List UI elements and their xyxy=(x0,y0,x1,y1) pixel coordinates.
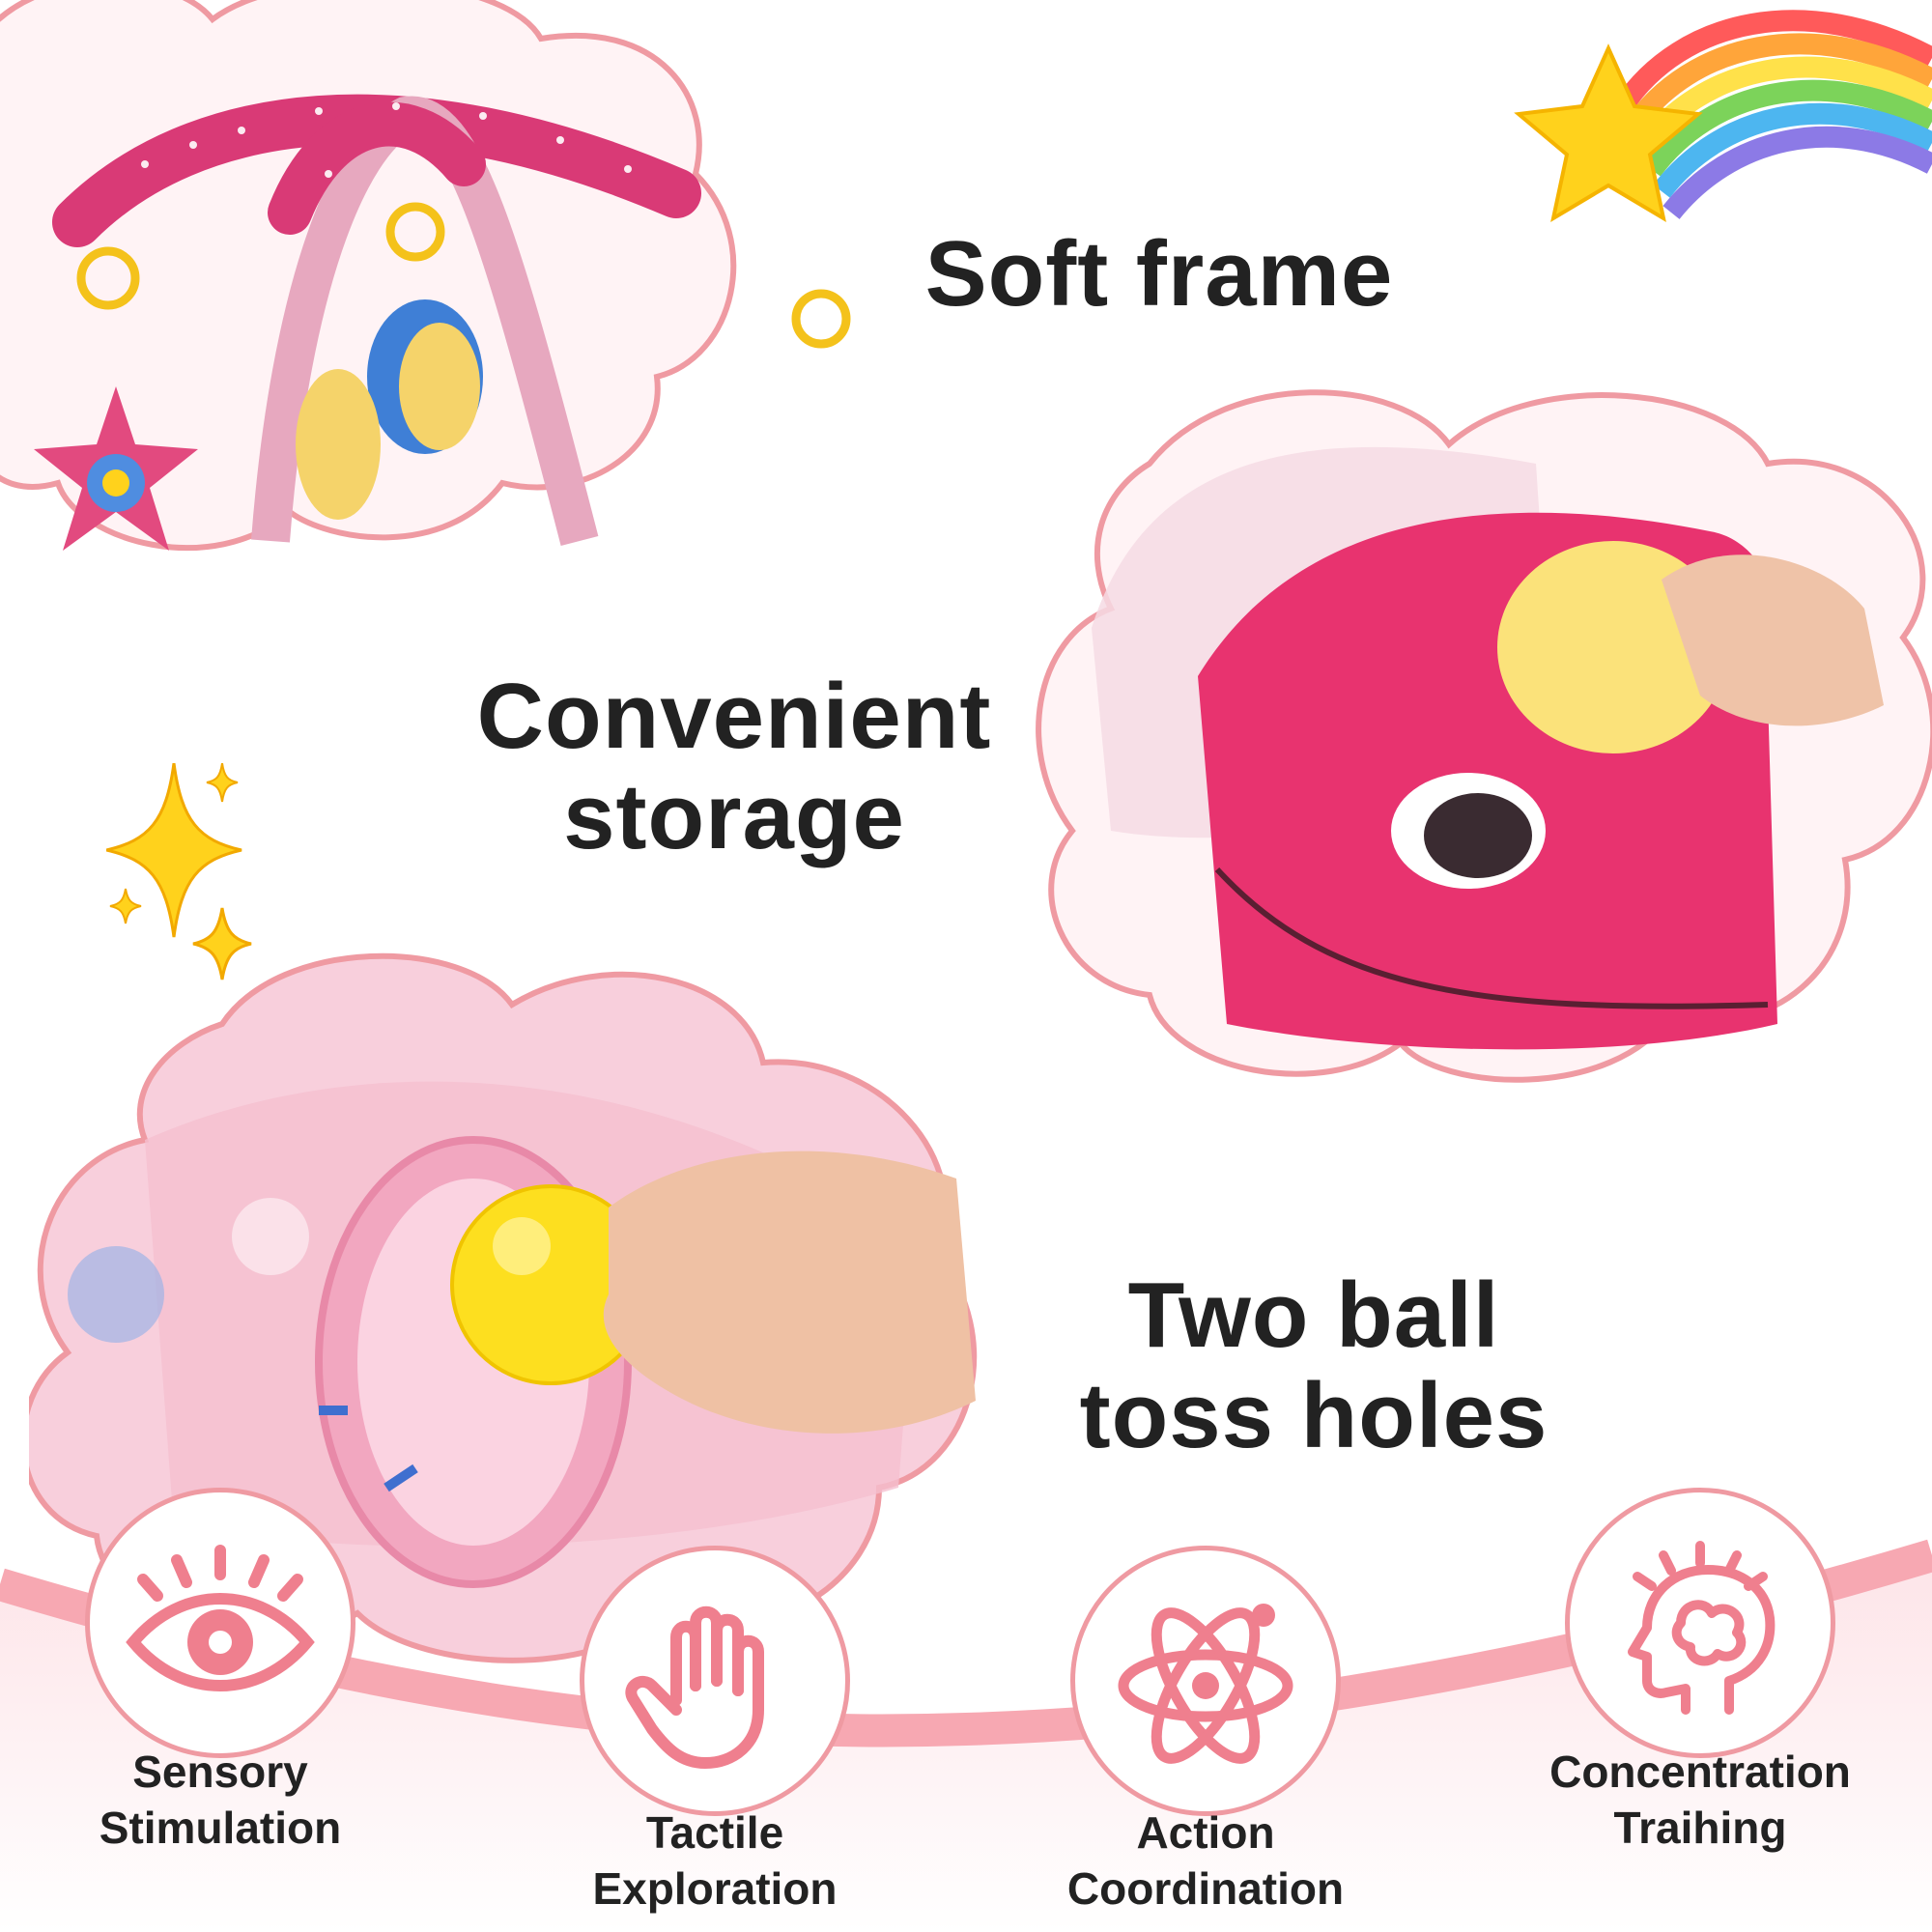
benefit-tactile-line-1: Tactile xyxy=(645,1807,784,1858)
benefit-badge-tactile xyxy=(580,1546,850,1816)
atom-icon xyxy=(1118,1604,1293,1764)
ball-toss-photo xyxy=(29,952,978,1663)
benefit-badge-concentration xyxy=(1565,1488,1835,1758)
hand-icon xyxy=(625,1605,764,1769)
benefit-sensory-line-2: Stimulation xyxy=(99,1803,342,1853)
storage-line-1: Convenient xyxy=(476,665,992,768)
benefit-label-concentration: Concentration Traihing xyxy=(1497,1744,1903,1856)
benefit-label-sensory: Sensory Stimulation xyxy=(17,1744,423,1856)
convenient-storage-photo xyxy=(1036,389,1932,1083)
brain-head-icon xyxy=(1628,1541,1776,1715)
benefit-concentration-line-1: Concentration xyxy=(1549,1747,1851,1797)
toss-line-2: toss holes xyxy=(1079,1364,1548,1467)
benefit-tactile-line-2: Exploration xyxy=(592,1863,838,1914)
eye-icon xyxy=(126,1545,315,1691)
benefit-concentration-line-2: Traihing xyxy=(1613,1803,1787,1853)
benefit-action-line-1: Action xyxy=(1136,1807,1275,1858)
sparkle-decoration xyxy=(106,763,252,980)
soft-frame-photo xyxy=(0,0,851,552)
toss-line-1: Two ball xyxy=(1127,1264,1500,1367)
benefit-sensory-line-1: Sensory xyxy=(132,1747,308,1797)
ball-toss-title: Two ball toss holes xyxy=(1024,1265,1604,1466)
benefit-label-tactile: Tactile Exploration xyxy=(512,1804,918,1917)
benefit-badge-sensory xyxy=(85,1488,355,1758)
storage-line-2: storage xyxy=(563,765,905,868)
soft-frame-title: Soft frame xyxy=(924,222,1394,326)
rainbow-star-decoration xyxy=(1514,10,1932,223)
benefit-action-line-2: Coordination xyxy=(1066,1863,1345,1914)
convenient-storage-title: Convenient storage xyxy=(444,667,1024,867)
benefit-badge-action xyxy=(1070,1546,1341,1816)
benefit-label-action: Action Coordination xyxy=(1003,1804,1408,1917)
